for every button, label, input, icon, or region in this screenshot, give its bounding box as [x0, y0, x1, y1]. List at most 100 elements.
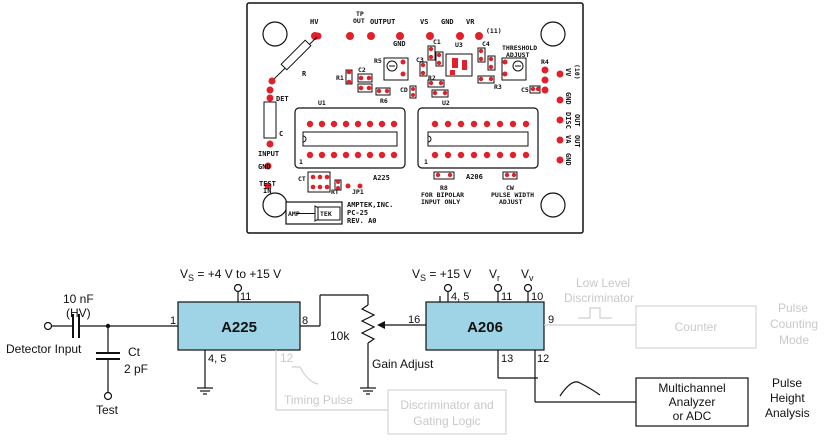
ct-value: 2 pF [124, 362, 148, 376]
pcb-label-disc: DISC [564, 112, 572, 129]
dip-pin-pad [457, 151, 465, 159]
pcb-label-c1: C1 [433, 38, 441, 46]
pcb-logo-amp: AMP [288, 210, 300, 218]
pha-label-2: Height [770, 391, 805, 405]
mca-label-1: Multichannel [658, 381, 725, 395]
detector-input-label: Detector Input [6, 342, 82, 356]
low-level-label-1: Low Level [576, 276, 630, 290]
pulse-counting-label-3: Mode [779, 333, 809, 347]
pcb-label-r2: R2 [428, 74, 436, 82]
pot-value: 10k [330, 329, 350, 343]
dip-pin-pad [522, 120, 530, 128]
gain-adjust-label: Gain Adjust [372, 357, 434, 371]
dip-pin-pad [366, 151, 374, 159]
pcb-label-c3: C3 [416, 56, 424, 64]
ghost-elements [275, 305, 757, 435]
pcb-outline [246, 2, 584, 234]
cap-note: (HV) [66, 306, 91, 320]
dip-pin-pad [378, 151, 386, 159]
pcb-label-r1: R1 [336, 74, 344, 82]
pcb-label-gnd-r1: GND [564, 92, 572, 105]
pcb-label-threshold: THRESHOLD [502, 44, 537, 52]
pcb-label-gnd-left: GND [258, 163, 271, 171]
dip-pin-pad [330, 151, 338, 159]
counter-label: Counter [675, 320, 718, 334]
dip-pin-pad [444, 120, 452, 128]
a206-pin-4-5: 4, 5 [451, 291, 469, 303]
dip-pin-pad [483, 151, 491, 159]
ct-label: Ct [128, 345, 141, 359]
pcb-label-c5: C5 [521, 86, 529, 94]
a225-pin-1: 1 [170, 315, 176, 327]
pcb-label-c4: C4 [482, 40, 490, 48]
dip-pin-pad [470, 120, 478, 128]
dip-pin-pad [330, 120, 338, 128]
pcb-label-11: (11) [486, 27, 502, 35]
a206-pin-16: 16 [408, 314, 420, 326]
dip-pin-pad [522, 151, 530, 159]
test-label: Test [96, 403, 119, 417]
dip-pin-pad [431, 151, 439, 159]
pcb-label-pin1-left: 1 [299, 158, 303, 166]
pcb-label-bipolar: FOR BIPOLAR [421, 191, 464, 199]
pcb-label-vv: VV [564, 68, 572, 77]
dip-pin-pad [496, 151, 504, 159]
dip-pin-pad [306, 120, 314, 128]
pcb-label-vs: VS [420, 18, 428, 26]
pcb-label-ct: CT [298, 175, 306, 183]
pcb-label-threshold-adjust: ADJUST [506, 51, 530, 59]
a225-pin-4-5: 4, 5 [208, 353, 226, 365]
dip-pin-pad [342, 151, 350, 159]
dip-pin-pad [470, 151, 478, 159]
disc-gating-box [387, 389, 507, 435]
a206-pin-13: 13 [501, 353, 513, 365]
cap-value: 10 nF [63, 292, 94, 306]
low-level-label-2: Discriminator [564, 291, 634, 305]
pcb-label-r8: R8 [440, 184, 448, 192]
pcb-label-10: (10) [573, 64, 581, 80]
pcb-label-u1: U1 [318, 99, 326, 107]
mca-label-2: Analyzer [669, 395, 716, 409]
dip-pin-pad [390, 120, 398, 128]
pcb-label-det: DET [276, 95, 289, 103]
pcb-logo-tek: TEK [320, 210, 332, 218]
vr-label: Vr [489, 267, 500, 283]
mca-label-3: or ADC [673, 409, 712, 423]
pcb-label-va: VA [564, 135, 572, 144]
pcb-label-bipolar-2: INPUT ONLY [421, 198, 460, 206]
dip-pin-pad [390, 151, 398, 159]
dip-pin-pad [444, 151, 452, 159]
pcb-label-pin1-right: 1 [424, 158, 428, 166]
a206-label: A206 [467, 319, 503, 336]
pcb-label-u3: U3 [455, 41, 463, 49]
hv-resistor [268, 32, 322, 85]
a225-pin-12: 12 [280, 351, 294, 365]
dip-pin-pad [509, 151, 517, 159]
pcb-company: AMPTEK,INC. [347, 201, 393, 209]
left-pads [263, 86, 277, 190]
disc-logic-label-1: Discriminator and [400, 398, 493, 412]
pcb-label-pulse-width: PULSE WIDTH [491, 191, 534, 199]
a225-chip: A225 [177, 283, 301, 395]
pcb-label-rt: RT [331, 188, 339, 196]
u1-socket [294, 107, 406, 169]
pcb-label-c: C [279, 130, 283, 138]
vs-right-label: VS = +15 V [412, 267, 471, 283]
pulse-counting-label-1: Pulse [778, 301, 808, 315]
a206-pin-12: 12 [537, 353, 549, 365]
amptek-logo [285, 201, 343, 225]
mca-box [635, 377, 749, 427]
dip-pin-pad [496, 120, 504, 128]
counter-box [635, 305, 757, 349]
pha-label-3: Analysis [765, 406, 810, 420]
pcb-label-c2: C2 [358, 66, 366, 74]
dip-pin-pad [366, 120, 374, 128]
dip-pin-pad [354, 120, 362, 128]
pcb-label-disc-out: OUT [573, 114, 581, 127]
input-network [43, 314, 178, 401]
pcb-label-vr: VR [466, 18, 475, 26]
pcb-label-r3: R3 [494, 83, 502, 91]
a225-label: A225 [221, 319, 257, 336]
dip-pin-pad [354, 151, 362, 159]
schematic-labels: VS = +4 V to +15 V VS = +15 V Vr Vv 10 n… [6, 267, 818, 428]
